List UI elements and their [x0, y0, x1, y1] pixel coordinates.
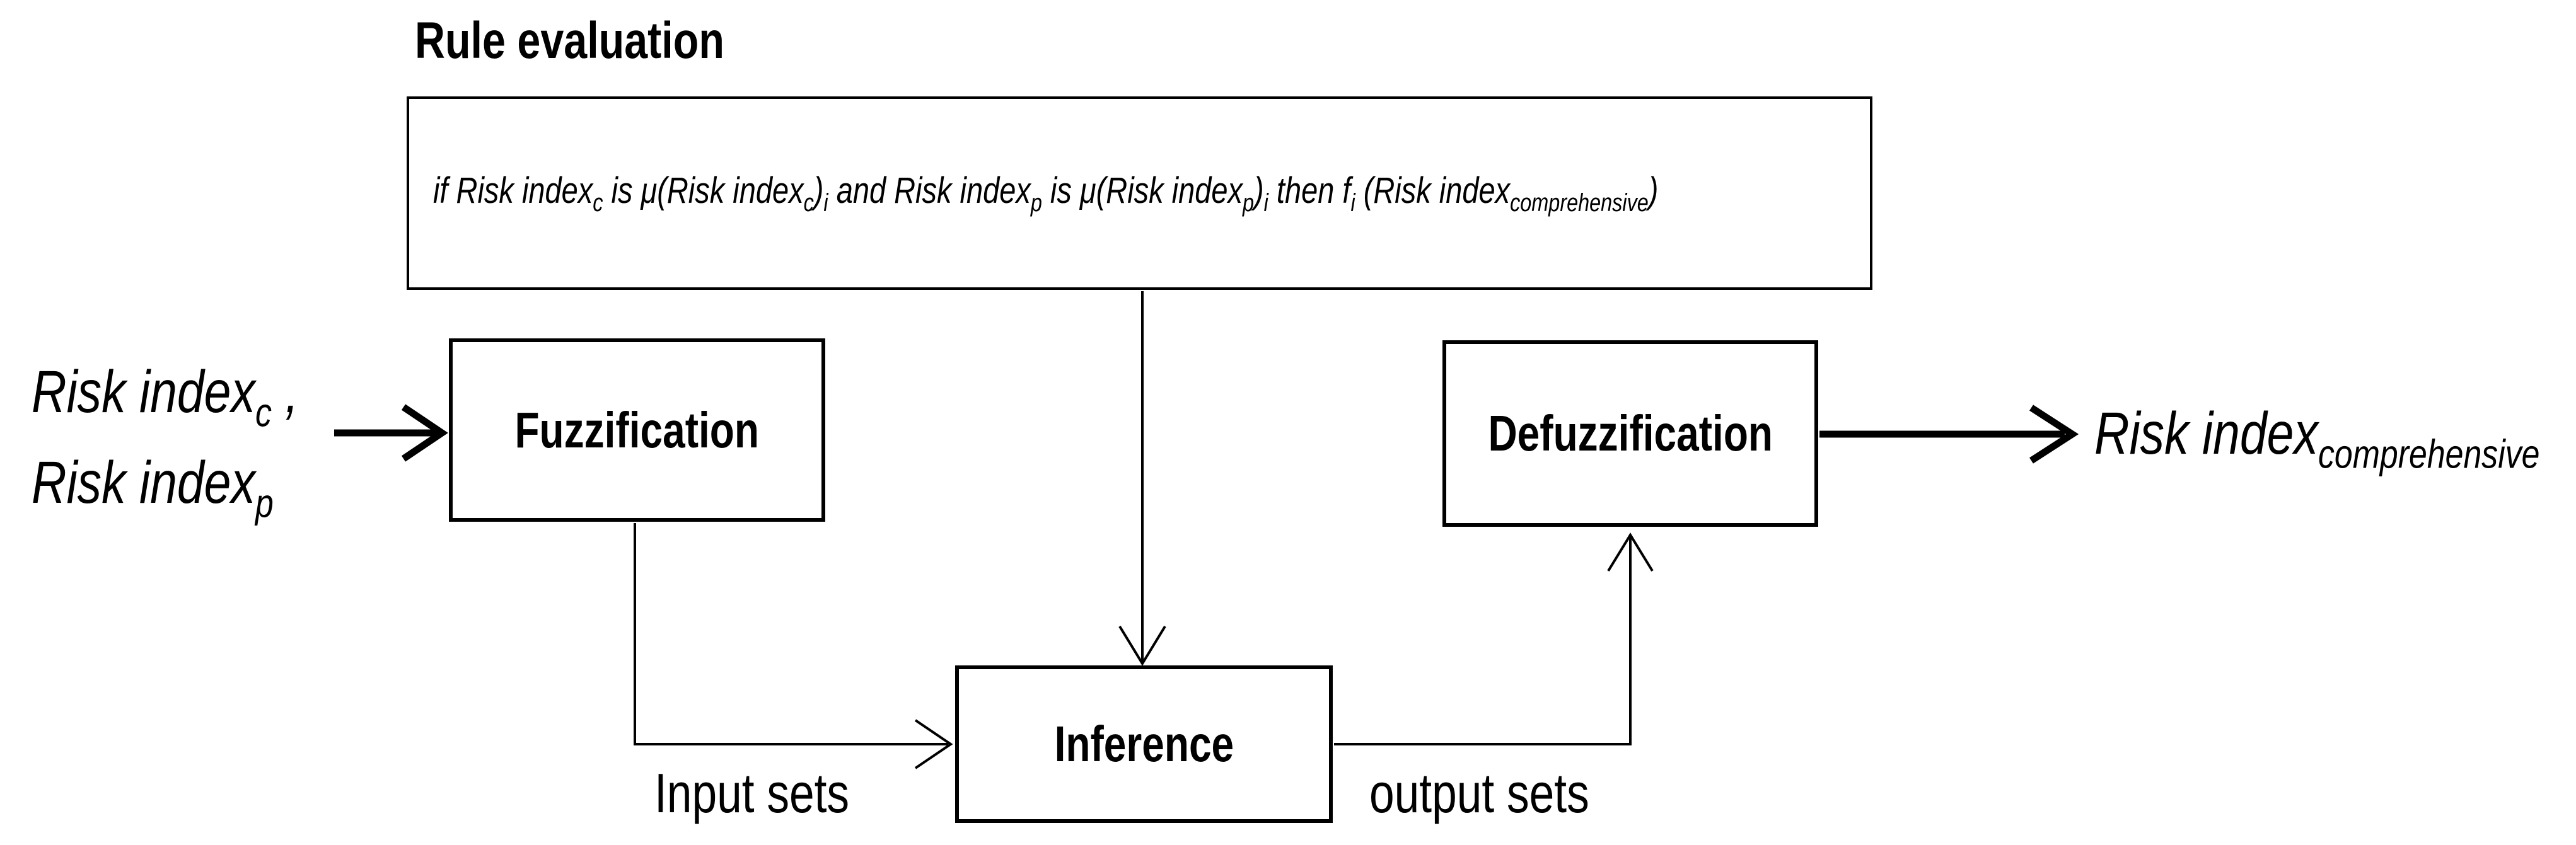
output-variable: Risk indexcomprehensive — [2094, 398, 2539, 489]
output-arrow — [1819, 405, 2079, 464]
rule-segment: is μ(Risk index — [603, 170, 804, 211]
rule-subscript: c — [803, 188, 814, 217]
page-title-text: Rule evaluation — [415, 12, 724, 69]
output-sets-text: output sets — [1369, 762, 1589, 824]
input-variable-1-name: Risk index — [32, 359, 255, 425]
rule-segment: ) — [1254, 170, 1264, 211]
input-variable-line-2: Risk indexp — [32, 447, 361, 538]
input-variable-2-subscript: p — [255, 480, 274, 526]
fuzzification-label: Fuzzification — [514, 401, 760, 458]
input-arrow — [334, 404, 448, 462]
inference-label: Inference — [1054, 716, 1234, 772]
output-variable-name: Risk index — [2094, 400, 2318, 467]
input-sets-label: Input sets — [654, 761, 895, 825]
input-variable-2: Risk indexp — [32, 447, 274, 538]
rule-subscript: i — [823, 188, 828, 217]
rule-subscript: p — [1030, 188, 1042, 217]
input-variable-1: Risk indexc , — [32, 357, 299, 447]
input-variable-1-suffix: , — [271, 359, 299, 425]
output-variable-label: Risk indexcomprehensive — [2094, 398, 2576, 489]
input-variable-1-subscript: c — [255, 389, 272, 435]
rule-segment: ) — [1648, 170, 1659, 211]
rule-segment: then f — [1268, 170, 1351, 211]
rule-segment: (Risk index — [1355, 170, 1511, 211]
rule-segment: and Risk index — [828, 170, 1031, 211]
defuzzification-label: Defuzzification — [1488, 405, 1773, 461]
rule-segment: is μ(Risk index — [1041, 170, 1243, 211]
defuzzification-box: Defuzzification — [1442, 340, 1818, 527]
inference-box: Inference — [955, 665, 1333, 823]
fuzzification-to-inference-arrow — [634, 523, 953, 769]
rule-subscript: comprehensive — [1510, 188, 1649, 217]
page-title: Rule evaluation — [415, 12, 797, 69]
rule-subscript: c — [593, 188, 603, 217]
rule-to-inference-arrow — [1118, 291, 1166, 666]
fuzzification-box: Fuzzification — [449, 338, 825, 522]
rule-evaluation-box: if Risk indexc is μ(Risk indexc)i and Ri… — [407, 96, 1872, 290]
rule-text: if Risk indexc is μ(Risk indexc)i and Ri… — [433, 170, 1658, 217]
input-sets-text: Input sets — [654, 762, 850, 824]
rule-subscript: p — [1242, 188, 1255, 217]
output-sets-label: output sets — [1369, 761, 1641, 825]
output-variable-subscript: comprehensive — [2318, 431, 2540, 477]
inference-to-defuzzification-arrow — [1334, 532, 1654, 745]
rule-segment: if Risk index — [433, 170, 593, 211]
rule-subscript: i — [1263, 188, 1268, 217]
input-variable-line-1: Risk indexc , — [32, 357, 361, 447]
rule-segment: ) — [813, 170, 824, 211]
input-variables-label: Risk indexc , Risk indexp — [32, 357, 361, 539]
rule-subscript: i — [1350, 188, 1355, 217]
input-variable-2-name: Risk index — [32, 449, 255, 517]
